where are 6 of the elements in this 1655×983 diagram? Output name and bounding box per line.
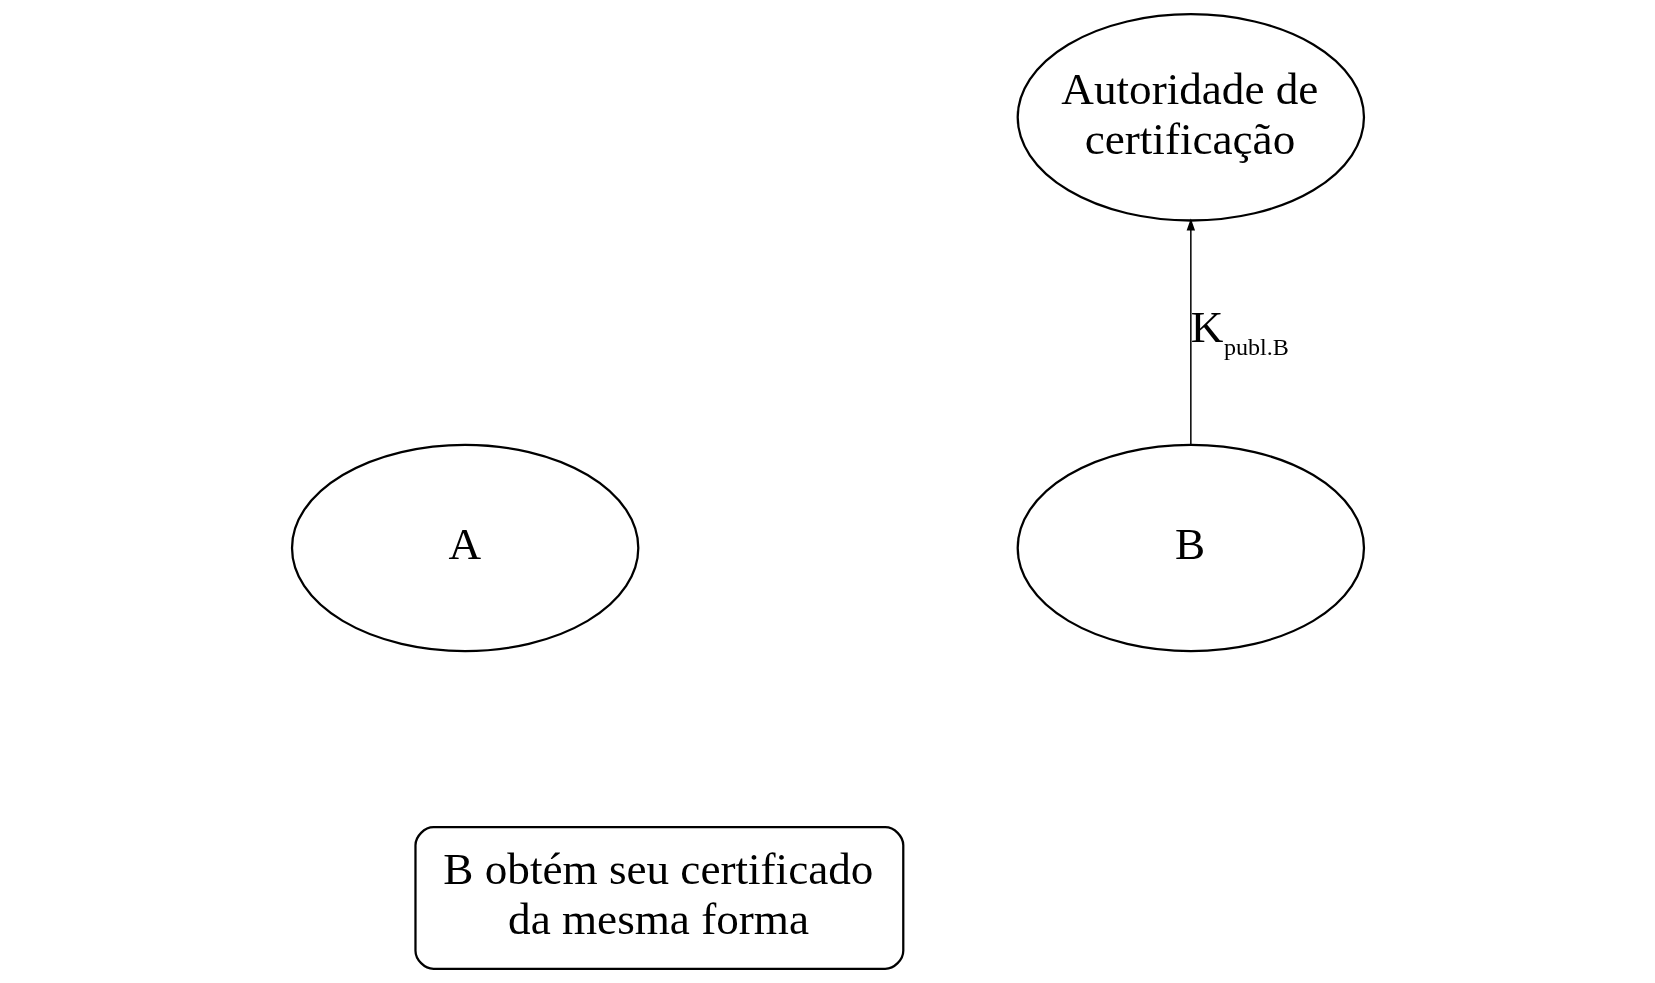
edge-label: K$_{publ.B}$ (1190, 302, 1289, 361)
arrow (1186, 218, 1195, 446)
node-ellipse: Autoridade de certificação (1016, 13, 1365, 222)
node-ellipse: A (290, 443, 639, 653)
node-box: B obtém seu certificado da mesma forma (413, 826, 904, 970)
node-ellipse: B (1016, 443, 1365, 653)
